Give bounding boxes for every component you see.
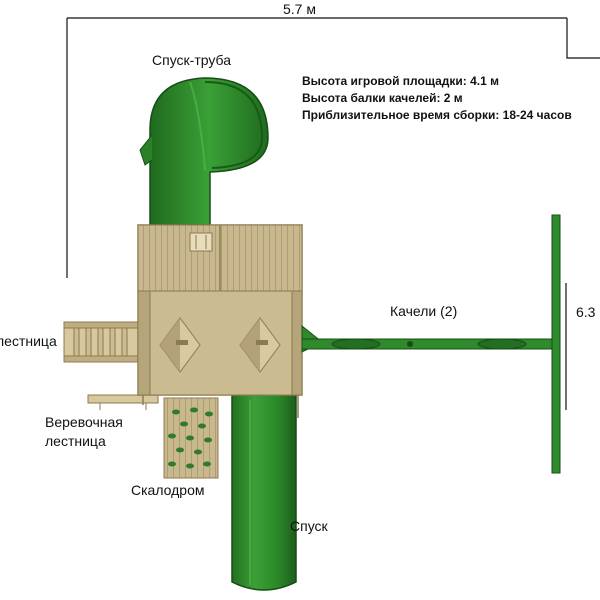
tube-slide-label: Спуск-труба bbox=[152, 52, 232, 68]
slide bbox=[231, 391, 297, 591]
climbing-wall-label: Скалодром bbox=[131, 482, 205, 498]
rope-ladder bbox=[87, 394, 159, 410]
spec-swing-beam-height: Высота балки качелей: 2 м bbox=[302, 91, 463, 105]
width-dimension-label: 5.7 м bbox=[283, 1, 316, 17]
tube-slide bbox=[139, 77, 269, 226]
slide-label: Спуск bbox=[290, 518, 328, 534]
spec-assembly-time: Приблизительное время сборки: 18-24 часо… bbox=[302, 108, 572, 122]
rope-ladder-label-line1: Веревочная bbox=[45, 414, 123, 430]
rope-ladder-label-line2: лестница bbox=[45, 433, 106, 449]
depth-dimension-label: 6.3 bbox=[576, 304, 596, 320]
spec-platform-height: Высота игровой площадки: 4.1 м bbox=[302, 74, 500, 88]
swings-label: Качели (2) bbox=[390, 303, 458, 319]
wooden-deck bbox=[137, 224, 303, 418]
ladder bbox=[63, 321, 141, 363]
width-dimension-line bbox=[66, 17, 600, 278]
climbing-wall bbox=[163, 397, 219, 479]
specs-block: Высота игровой площадки: 4.1 м Высота ба… bbox=[302, 73, 572, 124]
swing-beam bbox=[301, 214, 561, 474]
ladder-label: лестница bbox=[0, 333, 57, 349]
